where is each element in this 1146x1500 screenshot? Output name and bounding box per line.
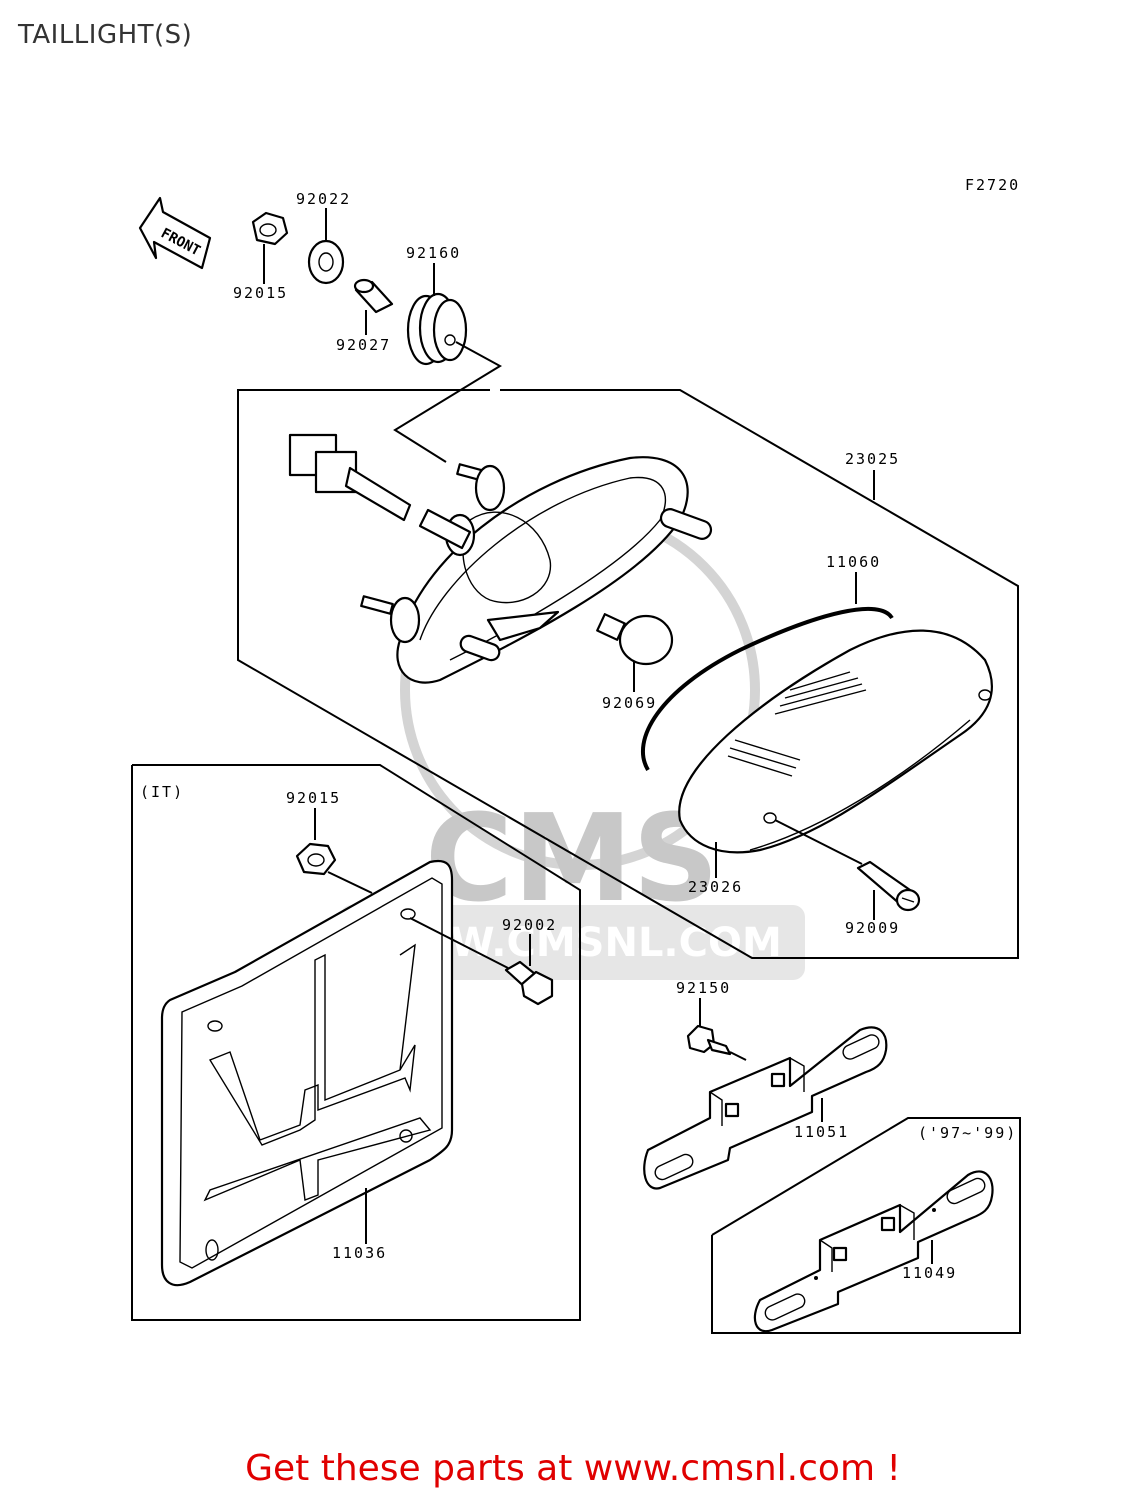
label-11051: 11051 — [794, 1123, 849, 1141]
assembly-frame-23025 — [237, 389, 1019, 959]
label-92015-top: 92015 — [233, 284, 288, 302]
part-92009-screw: 92009 — [774, 819, 921, 937]
label-92009: 92009 — [845, 919, 900, 937]
label-92015-it: 92015 — [286, 789, 341, 807]
label-11049: 11049 — [902, 1264, 957, 1282]
label-92027: 92027 — [336, 336, 391, 354]
group-frame-it — [131, 764, 581, 1321]
group-label-it: (IT) — [140, 783, 184, 801]
label-92069: 92069 — [602, 694, 657, 712]
part-92160: 92160 — [406, 244, 468, 366]
part-11051-bracket: 11051 — [643, 1026, 888, 1190]
part-11036-license-plate-bracket: 11036 — [160, 859, 454, 1287]
label-23025: 23025 — [845, 450, 900, 468]
label-11036: 11036 — [332, 1244, 387, 1262]
front-arrow-icon: FRONT — [138, 196, 212, 270]
label-92150: 92150 — [676, 979, 731, 997]
figure-code: F2720 — [965, 176, 1020, 194]
part-92069-bulb: 92069 — [596, 613, 674, 712]
group-label-years: ('97~'99) — [918, 1124, 1017, 1142]
part-92002-bolt: 92002 — [409, 916, 557, 1006]
label-92022: 92022 — [296, 190, 351, 208]
group-frame-years — [711, 1117, 1021, 1334]
part-11060-gasket: 11060 — [641, 553, 894, 772]
part-11049-bracket: 11049 — [753, 1170, 994, 1333]
part-23026-lens: 23026 — [678, 629, 993, 896]
part-92150-bolt: 92150 — [676, 979, 747, 1061]
footer-promo: Get these parts at www.cmsnl.com ! — [245, 1448, 901, 1489]
part-92015-top: 92015 — [233, 211, 289, 302]
page-title: TAILLIGHT(S) — [18, 20, 193, 50]
label-23026: 23026 — [688, 878, 743, 896]
part-92015-it: 92015 — [286, 789, 373, 894]
label-11060: 11060 — [826, 553, 881, 571]
part-92022: 92022 — [296, 190, 351, 285]
leader-92160 — [393, 341, 503, 463]
part-92027: 92027 — [336, 278, 394, 354]
label-92160: 92160 — [406, 244, 461, 262]
label-92002: 92002 — [502, 916, 557, 934]
wire-connector — [288, 433, 472, 550]
watermark-brand: CMS — [425, 790, 719, 929]
